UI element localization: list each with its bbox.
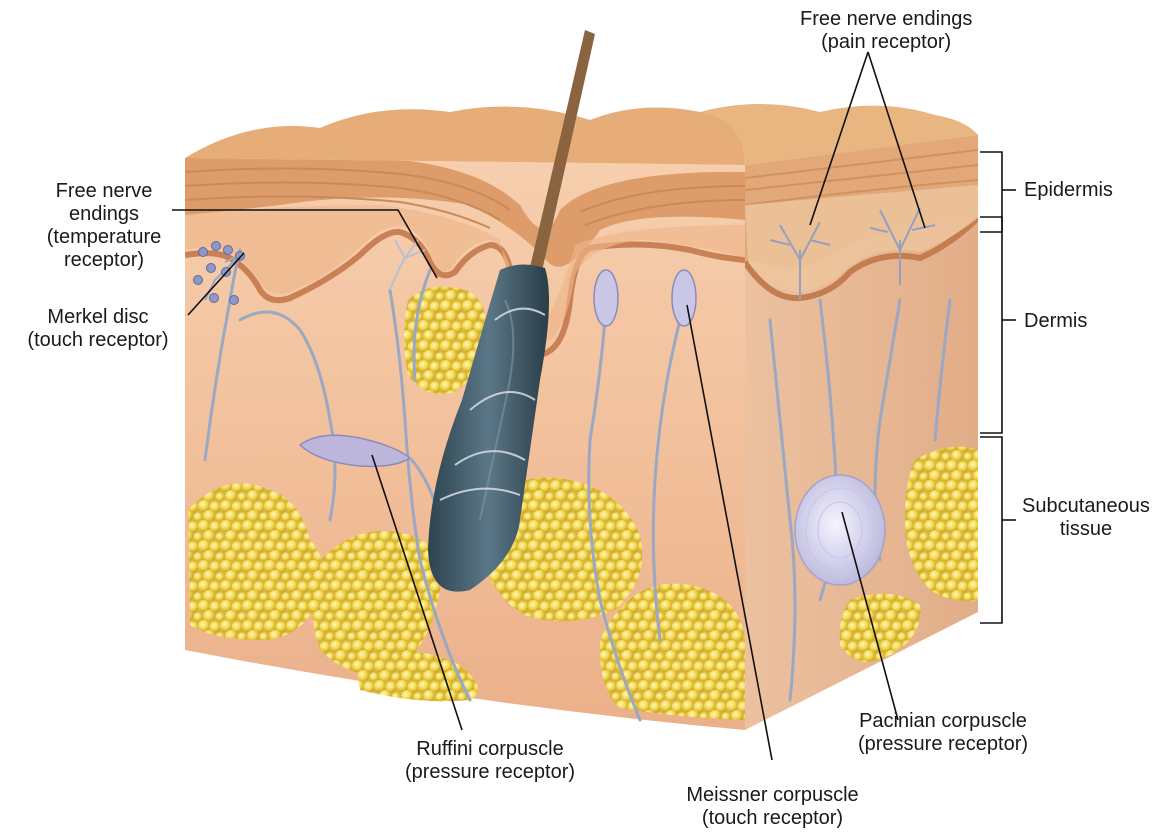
- label-meissner-corpuscle: Meissner corpuscle (touch receptor): [665, 784, 880, 830]
- label-epidermis: Epidermis: [1024, 179, 1113, 202]
- label-subcutaneous-tissue: Subcutaneous tissue: [1006, 495, 1166, 541]
- label-line: Merkel disc: [8, 306, 188, 329]
- label-line: Free nerve: [34, 180, 174, 203]
- label-line: Epidermis: [1024, 179, 1113, 202]
- label-line: Ruffini corpuscle: [385, 738, 595, 761]
- label-line: (temperature: [34, 226, 174, 249]
- label-line: (touch receptor): [8, 329, 188, 352]
- label-line: (pressure receptor): [385, 761, 595, 784]
- label-free-nerve-endings-pain: Free nerve endings (pain receptor): [800, 8, 972, 54]
- skin-top-surface: [185, 107, 745, 165]
- label-line: endings: [34, 203, 174, 226]
- pacinian-corpuscle: [795, 475, 885, 585]
- label-free-nerve-endings-temperature: Free nerve endings (temperature receptor…: [34, 180, 174, 272]
- label-merkel-disc: Merkel disc (touch receptor): [8, 306, 188, 352]
- label-line: (pressure receptor): [838, 733, 1048, 756]
- label-ruffini-corpuscle: Ruffini corpuscle (pressure receptor): [385, 738, 595, 784]
- label-line: tissue: [1006, 518, 1166, 541]
- label-line: Subcutaneous: [1006, 495, 1166, 518]
- label-pacinian-corpuscle: Pacinian corpuscle (pressure receptor): [838, 710, 1048, 756]
- label-line: Free nerve endings: [800, 8, 972, 31]
- label-line: (pain receptor): [800, 31, 972, 54]
- label-line: Meissner corpuscle: [665, 784, 880, 807]
- label-dermis: Dermis: [1024, 310, 1087, 333]
- label-line: Pacinian corpuscle: [838, 710, 1048, 733]
- label-line: Dermis: [1024, 310, 1087, 333]
- label-line: receptor): [34, 249, 174, 272]
- label-line: (touch receptor): [665, 807, 880, 830]
